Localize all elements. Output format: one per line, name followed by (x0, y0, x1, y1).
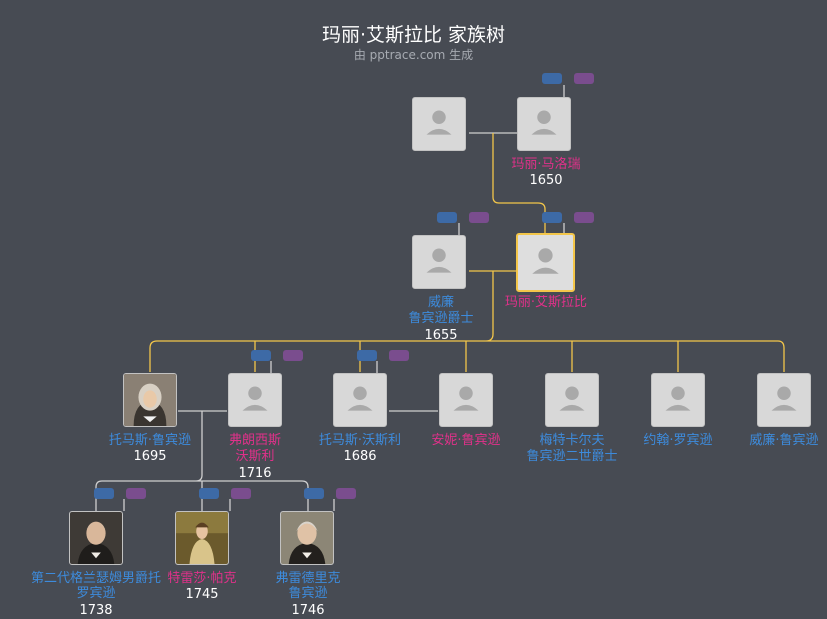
connector-g2-to-children (149, 271, 785, 372)
portrait-image (70, 512, 122, 564)
tag-blue[interactable] (437, 212, 457, 223)
person-card-frances-worsley[interactable] (228, 373, 282, 427)
tag-purple[interactable] (574, 73, 594, 84)
tag-blue[interactable] (542, 73, 562, 84)
avatar-placeholder-icon (453, 386, 479, 411)
person-name[interactable]: 托马斯·鲁宾逊 (108, 433, 192, 448)
portrait-image (176, 512, 228, 564)
person-name[interactable]: 威廉·鲁宾逊 (749, 433, 819, 448)
person-name[interactable]: 玛丽·马洛瑞 (511, 157, 581, 172)
person-name[interactable]: 弗朗西斯 (228, 433, 281, 448)
person-name[interactable]: 托马斯·沃斯利 (318, 433, 402, 448)
person-card-baron-grantham[interactable] (69, 511, 123, 565)
person-name[interactable]: 特雷莎·帕克 (167, 571, 237, 586)
person-name[interactable]: 梅特卡尔夫 (539, 433, 605, 448)
tag-blue[interactable] (304, 488, 324, 499)
person-card-grandfather[interactable] (412, 97, 466, 151)
person-card-mary-aislabie[interactable] (516, 233, 575, 292)
person-name[interactable]: 沃斯利 (235, 449, 275, 464)
person-year: 1745 (185, 587, 219, 602)
tag-blue[interactable] (251, 350, 271, 361)
tag-blue[interactable] (94, 488, 114, 499)
person-year: 1746 (291, 603, 325, 618)
person-name[interactable]: 第二代格兰瑟姆男爵托 (30, 571, 161, 586)
avatar-placeholder-icon (665, 386, 691, 411)
avatar-placeholder-icon (771, 386, 797, 411)
person-name[interactable]: 鲁宾逊 (288, 586, 328, 601)
person-card-william-robinson[interactable] (412, 235, 466, 289)
person-name[interactable]: 安妮·鲁宾逊 (431, 433, 501, 448)
person-card-anne-robinson[interactable] (439, 373, 493, 427)
person-card-metcalfe-robinson[interactable] (545, 373, 599, 427)
person-year: 1655 (424, 328, 458, 343)
person-name[interactable]: 鲁宾逊二世爵士 (526, 449, 618, 464)
person-year: 1738 (79, 603, 113, 618)
avatar-placeholder-icon (347, 386, 373, 411)
avatar-placeholder-icon (531, 110, 557, 135)
tag-purple[interactable] (283, 350, 303, 361)
tag-purple[interactable] (469, 212, 489, 223)
person-card-john-robinson[interactable] (651, 373, 705, 427)
tag-purple[interactable] (126, 488, 146, 499)
person-year: 1686 (343, 449, 377, 464)
person-name[interactable]: 罗宾逊 (76, 586, 116, 601)
tag-blue[interactable] (357, 350, 377, 361)
person-year: 1716 (238, 466, 272, 481)
tag-purple[interactable] (574, 212, 594, 223)
avatar-placeholder-icon (559, 386, 585, 411)
avatar-placeholder-icon (426, 248, 452, 273)
person-card-mary-mallory[interactable] (517, 97, 571, 151)
tag-blue[interactable] (542, 212, 562, 223)
person-card-frederick-robinson[interactable] (280, 511, 334, 565)
tag-purple[interactable] (231, 488, 251, 499)
person-name[interactable]: 约翰·罗宾逊 (643, 433, 713, 448)
portrait-image (124, 374, 176, 426)
avatar-placeholder-icon (426, 110, 452, 135)
person-card-thomas-robinson[interactable] (123, 373, 177, 427)
page-title: 玛丽·艾斯拉比 家族树 (321, 24, 506, 46)
avatar-placeholder-icon (242, 386, 268, 411)
person-name[interactable]: 鲁宾逊爵士 (408, 311, 474, 326)
page-subtitle: 由 pptrace.com 生成 (353, 48, 474, 62)
person-name[interactable]: 弗雷德里克 (275, 571, 341, 586)
person-year: 1650 (529, 173, 563, 188)
person-name[interactable]: 玛丽·艾斯拉比 (504, 295, 588, 310)
tag-purple[interactable] (389, 350, 409, 361)
person-card-theresa-parker[interactable] (175, 511, 229, 565)
person-year: 1695 (133, 449, 167, 464)
avatar-placeholder-icon (532, 248, 559, 274)
person-name[interactable]: 威廉 (427, 295, 454, 310)
person-card-thomas-worsley[interactable] (333, 373, 387, 427)
tag-blue[interactable] (199, 488, 219, 499)
person-card-william-robinson-jr[interactable] (757, 373, 811, 427)
portrait-image (281, 512, 333, 564)
tag-purple[interactable] (336, 488, 356, 499)
connector-g1-to-mary (492, 133, 546, 234)
